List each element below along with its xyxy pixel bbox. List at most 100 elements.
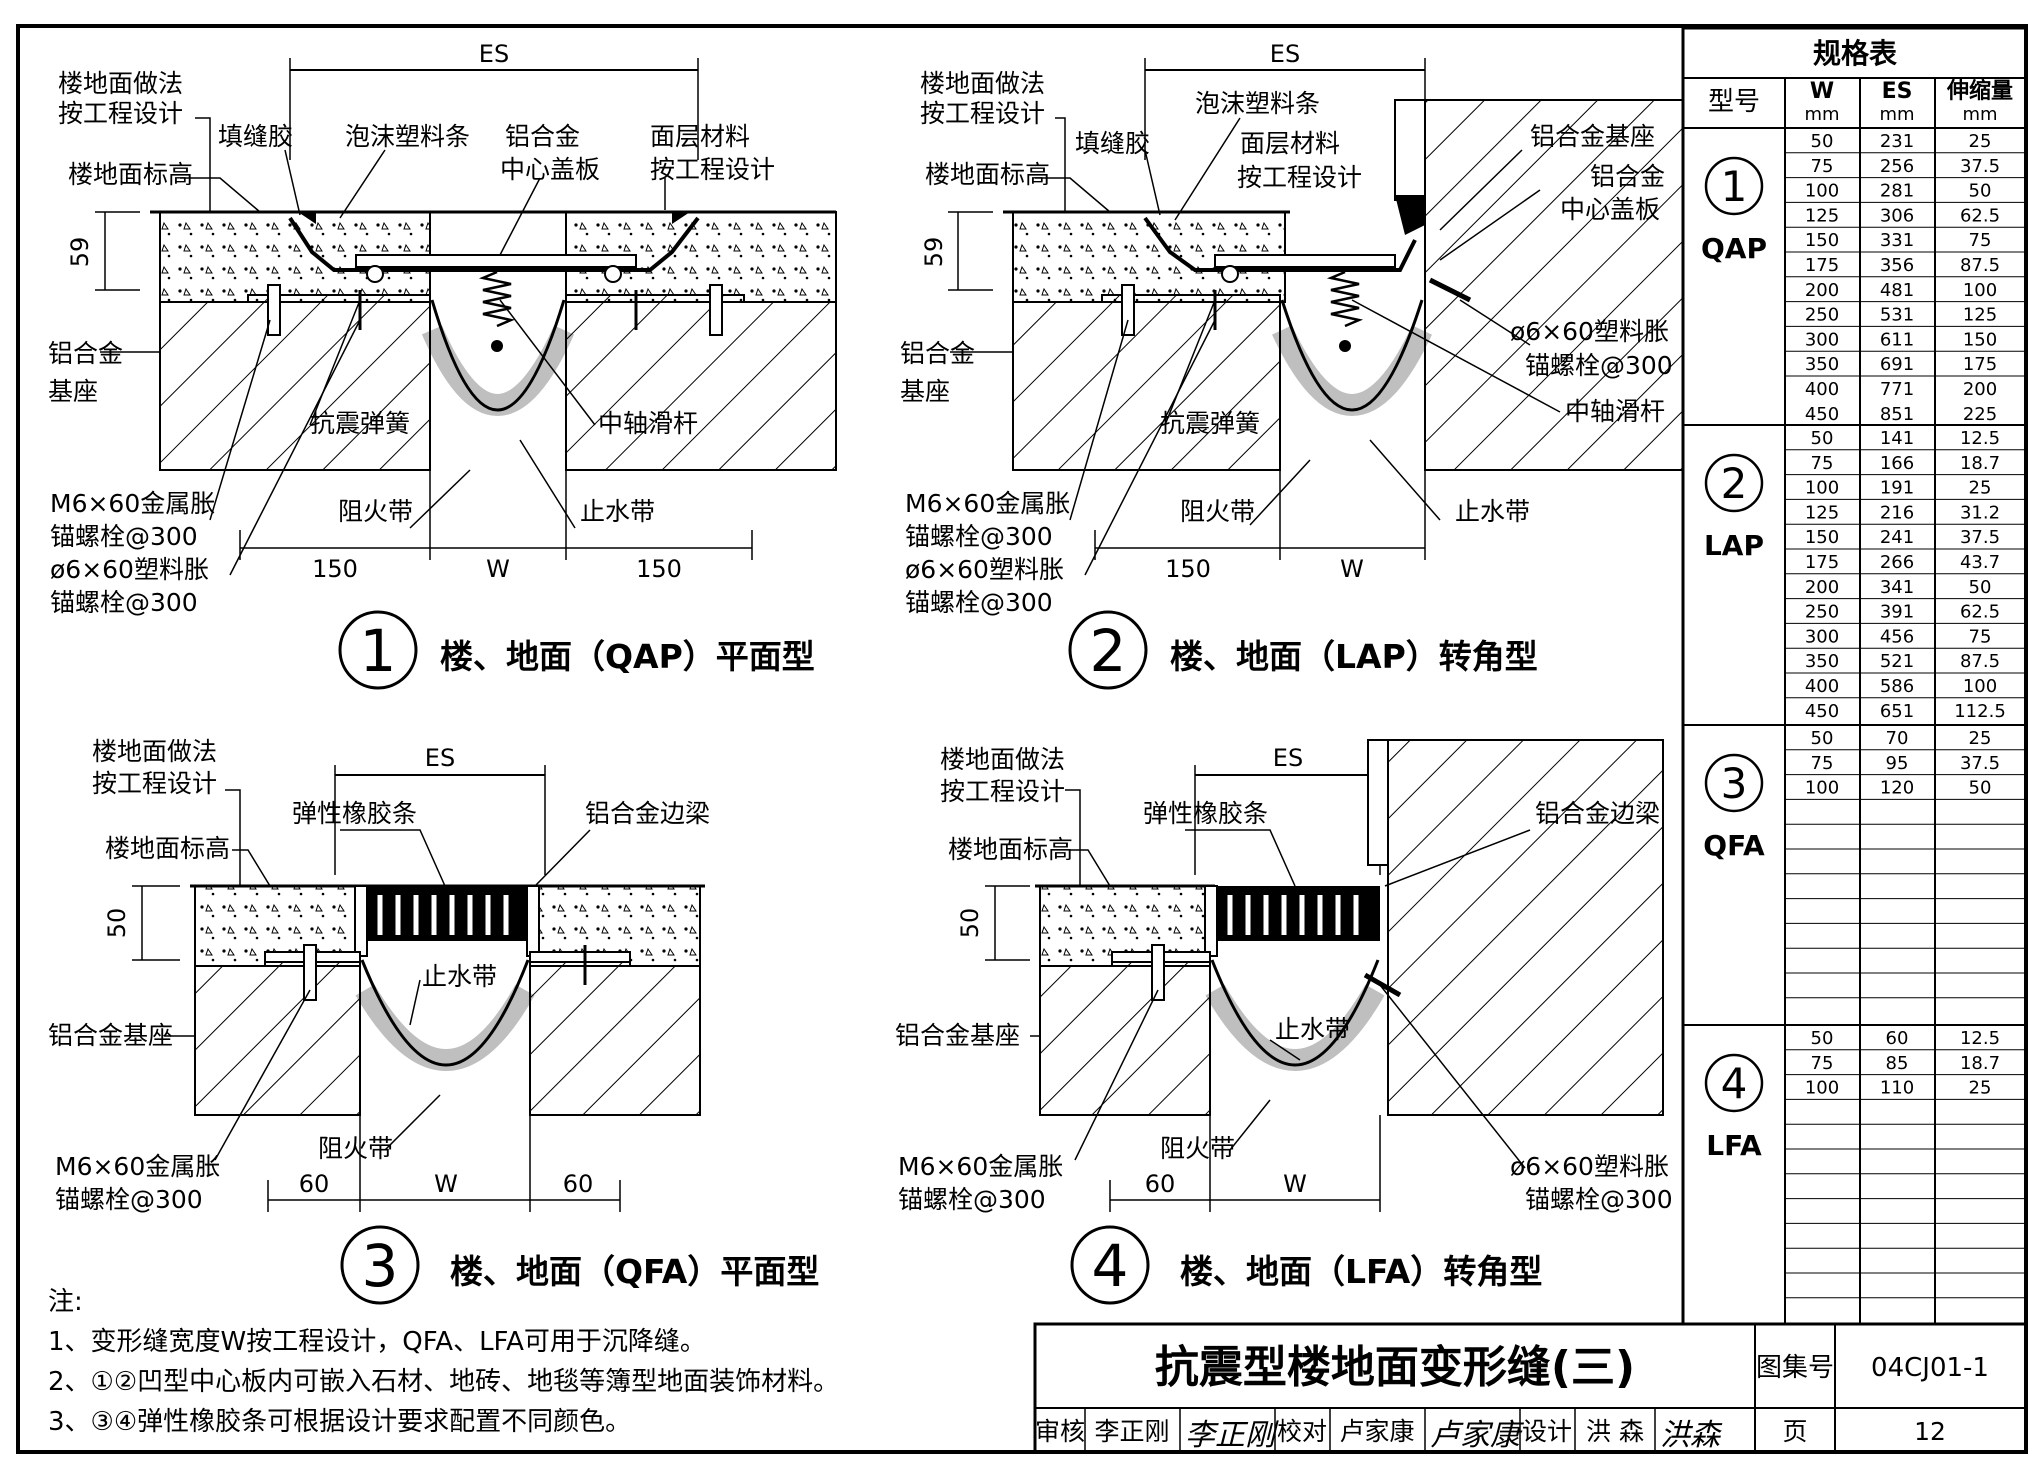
spec-cell: 191: [1880, 478, 1914, 499]
spec-cell: 250: [1805, 602, 1839, 623]
spec-cell: 266: [1880, 552, 1914, 573]
spec-cell: 12.5: [1960, 1028, 2000, 1049]
d2-fire-belt: 阻火带: [1180, 497, 1255, 526]
d2-surface-1: 面层材料: [1240, 129, 1340, 158]
d4-floor-practice-2: 按工程设计: [940, 777, 1065, 806]
spec-cell: 50: [1811, 1028, 1834, 1049]
d4-caption: 楼、地面（LFA）转角型: [1180, 1252, 1542, 1291]
diagram-4: ES 50 60 W 楼地面做法 按工程设计 楼地面标高: [895, 739, 1673, 1305]
spec-table-title: 规格表: [1813, 37, 1897, 70]
notes: 注: 1、变形缝宽度W按工程设计，QFA、LFA可用于沉降缝。 2、①②凹型中心…: [48, 1287, 839, 1437]
d2-dim-left: 150: [1165, 555, 1211, 583]
page-label: 页: [1782, 1417, 1807, 1446]
d1-caption: 楼、地面（QAP）平面型: [440, 637, 815, 676]
spec-cell: 100: [1805, 1078, 1839, 1099]
spec-cell: 141: [1880, 428, 1914, 449]
d2-base-2: 基座: [900, 377, 950, 406]
spec-cell: 250: [1805, 305, 1839, 326]
spec-group-number-circle: [1704, 156, 1764, 216]
d2-plastic-anchor-1: ø6×60塑料胀: [905, 555, 1064, 584]
d1-floor-elevation: 楼地面标高: [68, 160, 193, 189]
spec-cell: 50: [1969, 577, 1992, 598]
d4-plastic-anchor-1: ø6×60塑料胀: [1510, 1152, 1669, 1181]
d3-floor-practice-2: 按工程设计: [92, 769, 217, 798]
d1-surface-2: 按工程设计: [650, 155, 775, 184]
spec-cell: 225: [1963, 404, 1997, 425]
spec-group-number-circle: [1704, 453, 1764, 513]
spec-cell: 150: [1963, 329, 1997, 350]
d4-es-dim: ES: [1273, 744, 1303, 772]
spec-cell: 691: [1880, 354, 1914, 375]
d1-caulk: 填缝胶: [218, 122, 293, 151]
d1-dim-left: 150: [312, 555, 358, 583]
d4-floor-elevation: 楼地面标高: [948, 835, 1073, 864]
note-2: 2、①②凹型中心板内可嵌入石材、地砖、地毯等簿型地面装饰材料。: [48, 1367, 839, 1397]
d2-dim-mid: W: [1340, 555, 1364, 583]
spec-cell: 771: [1880, 379, 1914, 400]
spec-cell: 87.5: [1960, 651, 2000, 672]
spec-cell: 200: [1805, 280, 1839, 301]
note-1: 1、变形缝宽度W按工程设计，QFA、LFA可用于沉降缝。: [48, 1327, 706, 1357]
spec-cell: 43.7: [1960, 552, 2000, 573]
spec-group-number: 4: [1721, 1059, 1748, 1108]
atlas-number: 04CJ01-1: [1871, 1353, 1989, 1383]
d1-slide-rod: 中轴滑杆: [598, 409, 698, 438]
spec-header-model: 型号: [1708, 87, 1760, 117]
spec-cell: 50: [1969, 778, 1992, 799]
d2-plastic-anchor-2: 锚螺栓@300: [905, 588, 1053, 617]
spec-cell: 125: [1805, 205, 1839, 226]
d3-fire-belt: 阻火带: [318, 1134, 393, 1163]
d2-surface-2: 按工程设计: [1237, 163, 1362, 192]
spec-cell: 37.5: [1960, 753, 2000, 774]
d3-water-stop: 止水带: [422, 962, 497, 991]
spec-cell: 586: [1880, 676, 1914, 697]
spec-cell: 50: [1811, 728, 1834, 749]
spec-cell: 356: [1880, 255, 1914, 276]
d3-dim-left: 60: [299, 1170, 330, 1198]
spec-group-number: 1: [1721, 162, 1748, 211]
spec-header-es-unit: mm: [1879, 104, 1914, 125]
spec-cell: 391: [1880, 602, 1914, 623]
spec-cell: 341: [1880, 577, 1914, 598]
note-3: 3、③④弹性橡胶条可根据设计要求配置不同颜色。: [48, 1407, 631, 1437]
d1-plastic-anchor-2: 锚螺栓@300: [50, 588, 198, 617]
d3-floor-practice-1: 楼地面做法: [92, 737, 217, 766]
d2-plastic-anchor-r-1: ø6×60塑料胀: [1510, 317, 1669, 346]
spec-cell: 37.5: [1960, 156, 2000, 177]
spec-cell: 25: [1969, 478, 1992, 499]
d2-caulk: 填缝胶: [1075, 129, 1150, 158]
spec-cell: 531: [1880, 305, 1914, 326]
spec-cell: 651: [1880, 701, 1914, 722]
designer-signature: 洪森: [1660, 1418, 1723, 1453]
d1-base-2: 基座: [48, 377, 98, 406]
d2-al-base: 铝合金基座: [1530, 122, 1655, 151]
d3-caption: 楼、地面（QFA）平面型: [450, 1252, 819, 1291]
check-label: 校对: [1277, 1417, 1327, 1446]
d1-surface-1: 面层材料: [650, 122, 750, 151]
spec-cell: 216: [1880, 502, 1914, 523]
spec-group-code: LAP: [1704, 529, 1764, 562]
d4-h-dim: 50: [956, 908, 984, 939]
checker-signature: 卢家康: [1430, 1418, 1525, 1453]
spec-cell: 120: [1880, 778, 1914, 799]
spec-cell: 481: [1880, 280, 1914, 301]
d1-floor-practice-1: 楼地面做法: [58, 69, 183, 98]
d1-metal-anchor-1: M6×60金属胀: [50, 489, 215, 518]
d1-dim-mid: W: [486, 555, 510, 583]
review-label: 审核: [1035, 1417, 1085, 1446]
d4-base: 铝合金基座: [895, 1021, 1020, 1050]
spec-cell: 100: [1805, 778, 1839, 799]
d4-dim-mid: W: [1283, 1170, 1307, 1198]
d2-caption: 楼、地面（LAP）转角型: [1170, 637, 1538, 676]
d3-h-dim: 50: [103, 908, 131, 939]
spec-cell: 75: [1969, 230, 1992, 251]
d2-foam-strip: 泡沫塑料条: [1195, 89, 1320, 118]
checker-name: 卢家康: [1339, 1417, 1414, 1446]
spec-header-es: ES: [1882, 79, 1913, 104]
spec-cell: 150: [1805, 230, 1839, 251]
spec-cell: 75: [1811, 1053, 1834, 1074]
spec-cell: 350: [1805, 354, 1839, 375]
d1-water-stop: 止水带: [580, 497, 655, 526]
